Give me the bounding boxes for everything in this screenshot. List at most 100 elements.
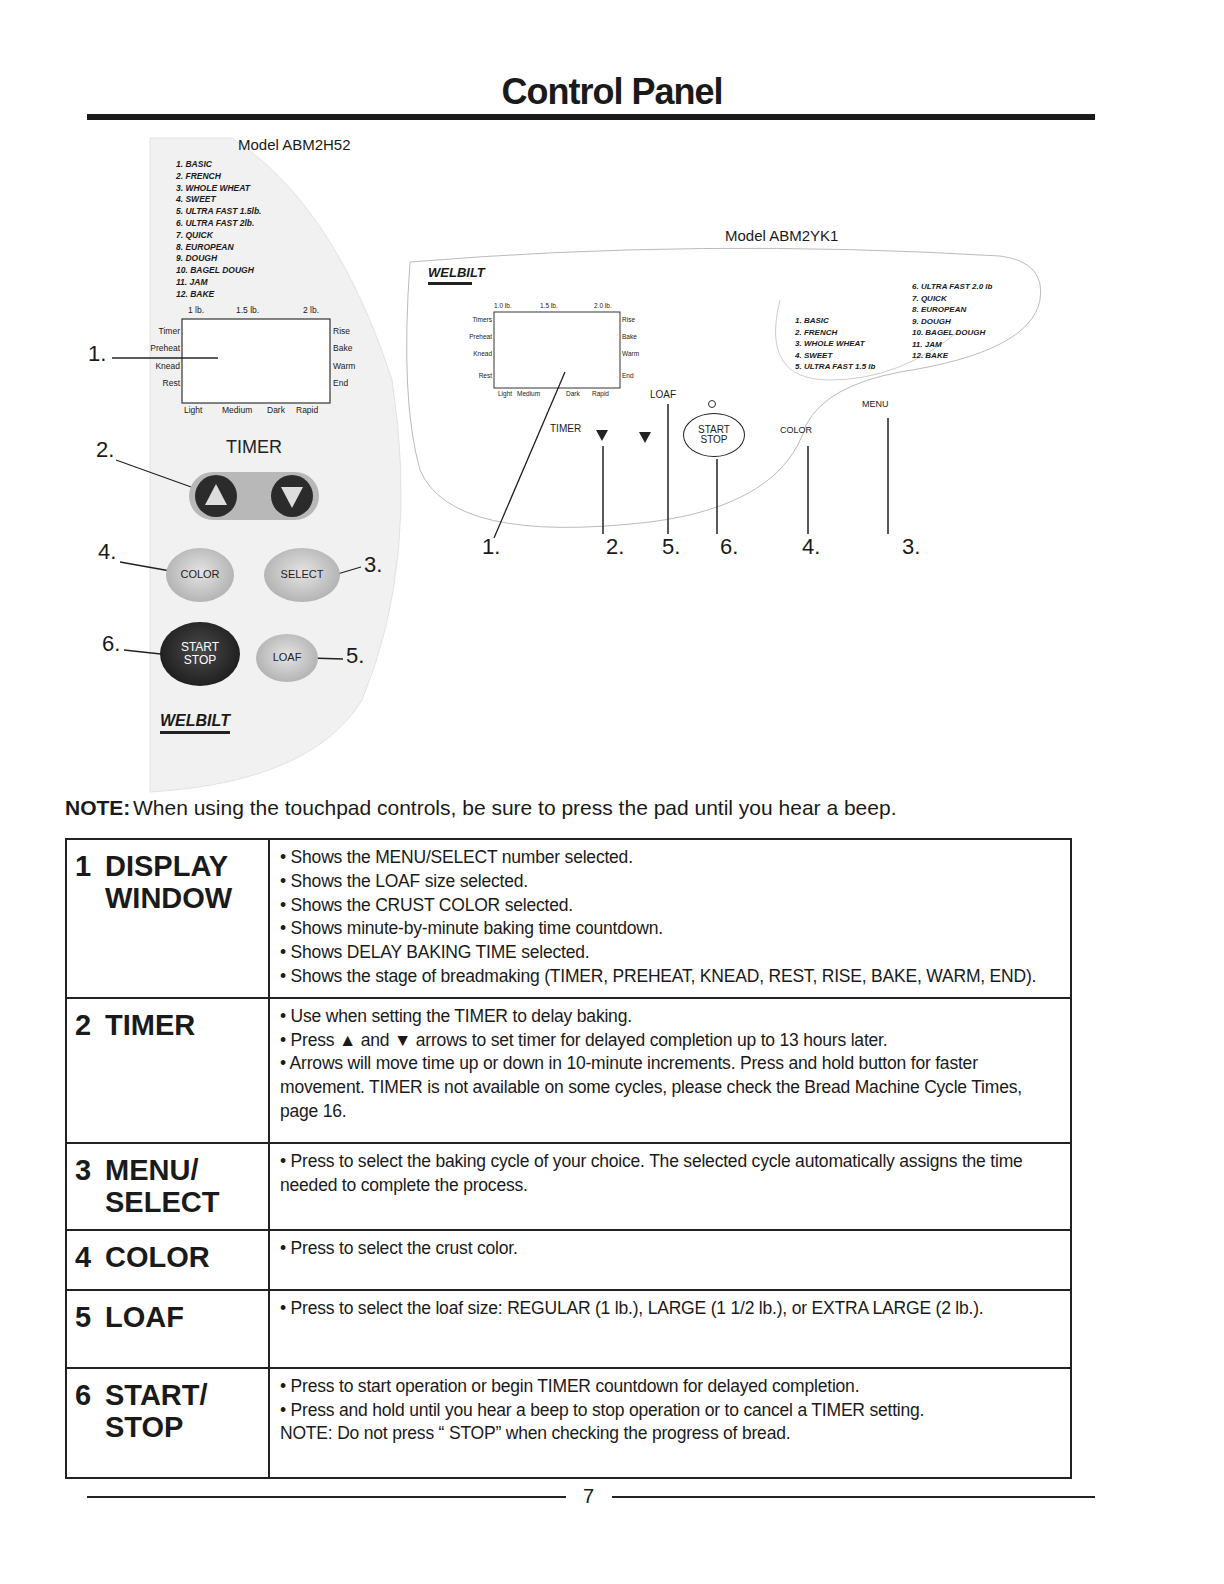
down-arrow xyxy=(596,430,608,441)
label-text: • Shows the stage of breadmaking (TIMER,… xyxy=(280,965,1060,989)
label-text: • Press to select the crust color. xyxy=(280,1237,1060,1261)
left-panel xyxy=(150,138,401,792)
cell-head: 6START/ STOP xyxy=(75,1379,260,1444)
label-text: 2.0 lb. xyxy=(594,302,612,309)
table-cell: • Shows the MENU/SELECT number selected.… xyxy=(269,839,1071,998)
table-cell: 3MENU/ SELECT xyxy=(66,1143,269,1230)
label-text: 1. BASIC xyxy=(176,160,212,169)
label-text: 3 xyxy=(75,1154,105,1219)
label-text: • Press to select the loaf size: REGULAR… xyxy=(280,1297,1060,1321)
leader-line xyxy=(494,372,565,538)
cell-head: 5LOAF xyxy=(75,1301,260,1334)
footer-rule xyxy=(87,1496,566,1498)
label-text: Timers xyxy=(472,316,492,323)
label-text: 3. WHOLE WHEAT xyxy=(176,184,250,193)
spec-table: 1DISPLAY WINDOW• Shows the MENU/SELECT n… xyxy=(65,838,1072,1479)
label-text: 2. xyxy=(606,535,624,559)
label-text: 4. xyxy=(98,540,116,564)
leader-line xyxy=(112,357,218,358)
button-text: TIMER xyxy=(226,438,282,457)
cell-head: 4COLOR xyxy=(75,1241,260,1274)
label-text: 1.0 lb. xyxy=(494,302,512,309)
label-text: • Shows the LOAF size selected. xyxy=(280,870,1060,894)
table-cell: 1DISPLAY WINDOW xyxy=(66,839,269,998)
label-text: Dark xyxy=(566,390,580,397)
label-text: Medium xyxy=(517,390,540,397)
table-row: 2TIMER• Use when setting the TIMER to de… xyxy=(66,998,1071,1143)
label-text: 7 xyxy=(583,1485,594,1507)
label-text: 11. JAM xyxy=(176,278,208,287)
label-text: 12. BAKE xyxy=(912,352,948,361)
indicator-led xyxy=(709,401,716,408)
label-text: MENU xyxy=(862,400,889,410)
label-text: 10. BAGEL DOUGH xyxy=(912,329,985,338)
label-text: • Press to start operation or begin TIME… xyxy=(280,1375,1060,1399)
down-arrow xyxy=(281,487,303,508)
label-text: 1. xyxy=(482,535,500,559)
label-text: 8. EUROPEAN xyxy=(176,243,234,252)
label-text: End xyxy=(333,379,348,388)
label-text: 12. BAKE xyxy=(176,290,214,299)
label-text: Bake xyxy=(622,333,637,340)
label-text: 1. xyxy=(88,342,106,366)
arrow-key xyxy=(195,475,237,517)
label-text: 6. xyxy=(720,535,738,559)
table-row: 1DISPLAY WINDOW• Shows the MENU/SELECT n… xyxy=(66,839,1071,998)
label-text: 2. FRENCH xyxy=(795,329,837,338)
label-text: 6. xyxy=(102,632,120,656)
button-text: START STOP xyxy=(171,641,229,666)
label-text: TIMER xyxy=(105,1009,195,1042)
label-text: Bake xyxy=(333,344,352,353)
title-rule xyxy=(87,114,1095,120)
touch-button: LOAF xyxy=(256,634,318,682)
leader-line xyxy=(716,459,718,534)
cell-head: 3MENU/ SELECT xyxy=(75,1154,260,1219)
table-row: 4COLOR • Press to select the crust color. xyxy=(66,1230,1071,1290)
logo-underline xyxy=(160,731,230,734)
label-text: 2 lb. xyxy=(303,306,319,315)
table-cell: 5LOAF xyxy=(66,1290,269,1368)
label-text: WELBILT xyxy=(428,266,485,280)
label-text: Light xyxy=(184,406,202,415)
label-text: 3. WHOLE WHEAT xyxy=(795,340,865,349)
label-text: WELBILT xyxy=(160,712,230,730)
label-text: Warm xyxy=(622,350,639,357)
table-cell: • Press to select the baking cycle of yo… xyxy=(269,1143,1071,1230)
label-text: Rest xyxy=(479,372,492,379)
label-text: 9. DOUGH xyxy=(912,318,951,327)
label-text: Warm xyxy=(333,362,355,371)
label-text: Rapid xyxy=(592,390,609,397)
label-text: 6. ULTRA FAST 2lb. xyxy=(176,219,254,228)
label-text: 2. xyxy=(96,438,114,462)
label-text: Medium xyxy=(222,406,252,415)
table-row: 5LOAF • Press to select the loaf size: RE… xyxy=(66,1290,1071,1368)
label-text: 1 xyxy=(75,850,105,915)
label-text: Light xyxy=(498,390,512,397)
timer-pill xyxy=(186,469,322,525)
label-text: Knead xyxy=(473,350,492,357)
label-text: 1.5 lb. xyxy=(540,302,558,309)
leader-line xyxy=(887,418,889,534)
label-text: 4. xyxy=(802,535,820,559)
label-text: • Shows DELAY BAKING TIME selected. xyxy=(280,941,1060,965)
label-text: 5 xyxy=(75,1301,105,1334)
label-text: MENU/ SELECT xyxy=(105,1154,260,1219)
label-text: START/ STOP xyxy=(105,1379,260,1444)
down-arrow xyxy=(639,432,651,443)
label-text: LOAF xyxy=(105,1301,184,1334)
touch-button: START STOP xyxy=(160,622,240,686)
table-cell: • Use when setting the TIMER to delay ba… xyxy=(269,998,1071,1143)
label-text: 5. xyxy=(346,644,364,668)
label-text: Timer xyxy=(159,327,180,336)
label-text: Knead xyxy=(155,362,180,371)
page-title: Control Panel xyxy=(0,72,1224,112)
table-cell: • Press to start operation or begin TIME… xyxy=(269,1368,1071,1478)
pill xyxy=(189,472,319,520)
label-text: NOTE: xyxy=(65,796,130,819)
button-text: SELECT xyxy=(275,569,329,581)
label-text: COLOR xyxy=(780,426,812,436)
table-row: 6START/ STOP • Press to start operation o… xyxy=(66,1368,1071,1478)
label-text: DISPLAY WINDOW xyxy=(105,850,260,915)
label-text: End xyxy=(622,372,634,379)
label-text: 10. BAGEL DOUGH xyxy=(176,266,254,275)
